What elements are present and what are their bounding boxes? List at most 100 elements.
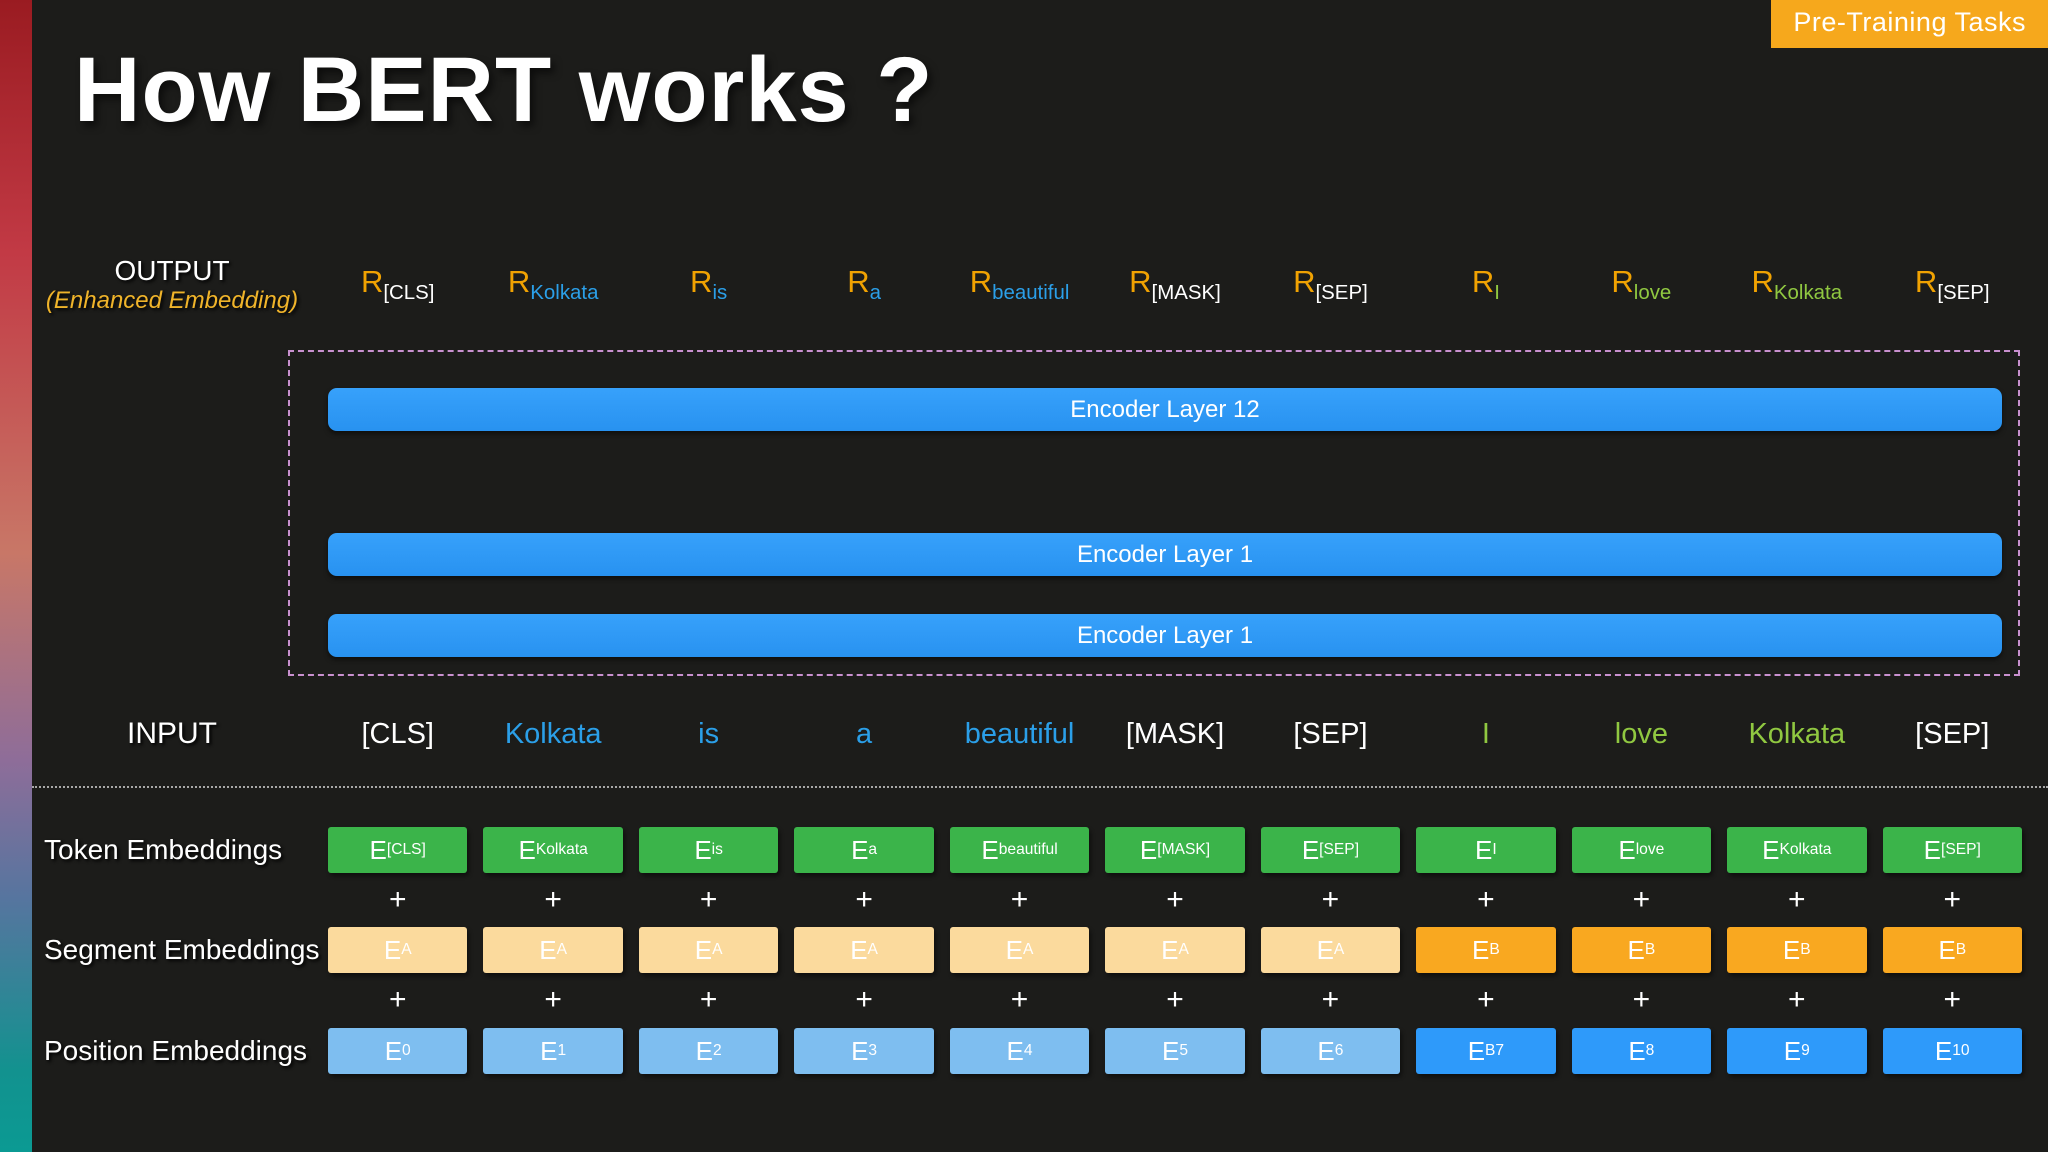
output-row: OUTPUT (Enhanced Embedding) R[CLS] RKolk… bbox=[32, 243, 2048, 327]
plus-sign: + bbox=[1943, 883, 1962, 916]
output-sublabel: (Enhanced Embedding) bbox=[45, 287, 299, 314]
embedding-symbol: E bbox=[539, 934, 557, 965]
r-subscript: Kolkata bbox=[1773, 281, 1843, 305]
encoder-stack: Encoder Layer 12 Encoder Layer 1 Encoder… bbox=[288, 350, 2020, 676]
r-subscript: [CLS] bbox=[383, 281, 435, 305]
output-token: R[MASK] bbox=[1105, 264, 1244, 305]
embedding-subscript: 6 bbox=[1334, 1042, 1344, 1059]
output-token: RKolkata bbox=[483, 264, 622, 305]
input-token: is bbox=[698, 717, 720, 750]
input-token: love bbox=[1614, 717, 1668, 750]
embedding-symbol: E bbox=[851, 834, 869, 865]
input-token: [SEP] bbox=[1915, 717, 1990, 750]
embedding-symbol: E bbox=[1627, 934, 1645, 965]
embedding-symbol: E bbox=[1301, 834, 1320, 865]
r-symbol: R bbox=[1611, 264, 1634, 300]
r-subscript: love bbox=[1633, 281, 1672, 305]
row-label-segment-embeddings: Segment Embeddings bbox=[44, 934, 320, 965]
embedding-symbol: E bbox=[1628, 1035, 1646, 1066]
encoder-layer-bar: Encoder Layer 12 bbox=[328, 388, 2002, 431]
plus-sign: + bbox=[855, 883, 873, 916]
r-subscript: [SEP] bbox=[1315, 281, 1368, 305]
embedding-symbol: E bbox=[851, 1035, 869, 1066]
embedding-symbol: E bbox=[1005, 934, 1023, 965]
embedding-symbol: E bbox=[1938, 934, 1956, 965]
embedding-symbol: E bbox=[540, 1035, 558, 1066]
output-token: Rlove bbox=[1572, 264, 1711, 305]
embedding-symbol: E bbox=[1762, 834, 1780, 865]
embedding-subscript: [MASK] bbox=[1157, 841, 1211, 858]
embedding-subscript: B bbox=[1800, 941, 1811, 958]
embedding-symbol: E bbox=[1475, 834, 1493, 865]
embedding-subscript: 0 bbox=[402, 1042, 411, 1059]
r-subscript: Kolkata bbox=[530, 281, 599, 305]
embedding-subscript: Kolkata bbox=[1779, 841, 1832, 858]
input-row: INPUT [CLS] Kolkata is a beautiful [MASK… bbox=[32, 706, 2048, 762]
embedding-subscript: A bbox=[867, 941, 878, 958]
embedding-subscript: beautiful bbox=[998, 841, 1058, 858]
plus-sign: + bbox=[1010, 983, 1029, 1016]
input-label: INPUT bbox=[127, 717, 217, 750]
embedding-subscript: is bbox=[711, 841, 723, 858]
r-symbol: R bbox=[1129, 264, 1152, 300]
output-token: RI bbox=[1416, 264, 1555, 305]
r-symbol: R bbox=[1751, 264, 1774, 300]
embedding-subscript: [CLS] bbox=[386, 841, 426, 858]
row-label-position-embeddings: Position Embeddings bbox=[44, 1035, 308, 1066]
input-token: I bbox=[1481, 717, 1490, 750]
embedding-symbol: E bbox=[1934, 1035, 1953, 1066]
embedding-symbol: E bbox=[384, 1035, 403, 1066]
input-token: Kolkata bbox=[1748, 717, 1846, 750]
embedding-symbol: E bbox=[1467, 1035, 1486, 1066]
r-symbol: R bbox=[1471, 264, 1495, 300]
r-symbol: R bbox=[690, 264, 713, 300]
output-token: R[SEP] bbox=[1883, 264, 2022, 305]
plus-sign: + bbox=[544, 983, 562, 1016]
embedding-symbol: E bbox=[694, 934, 713, 965]
embedding-symbol: E bbox=[1316, 934, 1334, 965]
embedding-symbol: E bbox=[383, 934, 402, 965]
output-token: Ra bbox=[794, 264, 933, 305]
embedding-subscript: Kolkata bbox=[535, 841, 588, 858]
token-embedding-cell: E[MASK] bbox=[1105, 827, 1245, 873]
embedding-subscript: love bbox=[1635, 841, 1665, 858]
embedding-symbol: E bbox=[1139, 834, 1158, 865]
token-embedding-cell: E[SEP] bbox=[1882, 827, 2022, 873]
embedding-subscript: A bbox=[712, 941, 723, 958]
embedding-subscript: A bbox=[556, 941, 568, 958]
embedding-subscript: A bbox=[1333, 941, 1345, 958]
embedding-symbol: E bbox=[695, 1035, 713, 1066]
embedding-subscript: 2 bbox=[712, 1042, 722, 1059]
output-token: R[CLS] bbox=[328, 264, 467, 305]
r-symbol: R bbox=[1914, 264, 1938, 300]
embedding-subscript: [SEP] bbox=[1319, 841, 1360, 858]
embedding-subscript: 8 bbox=[1645, 1042, 1655, 1059]
output-token: Rbeautiful bbox=[950, 264, 1089, 305]
plus-sign: + bbox=[855, 983, 873, 1016]
input-token: Kolkata bbox=[504, 717, 602, 750]
embedding-subscript: I bbox=[1492, 841, 1497, 858]
plus-sign: + bbox=[388, 883, 407, 916]
r-symbol: R bbox=[1293, 264, 1316, 300]
embedding-subscript: 3 bbox=[868, 1042, 878, 1059]
encoder-layer-bar: Encoder Layer 1 bbox=[328, 614, 2002, 657]
plus-sign: + bbox=[1010, 883, 1029, 916]
embedding-symbol: E bbox=[1618, 834, 1636, 865]
